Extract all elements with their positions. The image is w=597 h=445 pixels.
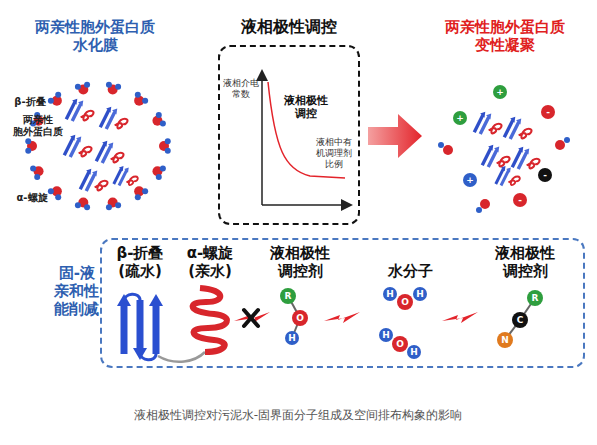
part-label: 水分子 (388, 262, 433, 280)
atom-symbol: + (496, 88, 504, 97)
part-label: β-折叠 (14, 96, 45, 108)
part-label: α-螺旋 (亲水) (183, 244, 237, 280)
atom-symbol: R (532, 294, 539, 303)
atom-symbol: H (382, 331, 390, 340)
panel-title: 两亲性胞外蛋白质 变性凝聚 (443, 18, 568, 54)
dashed-panel: 液相极性调控 (218, 45, 360, 225)
axis-label: 液相介电 常数 (222, 78, 260, 100)
part-label: 液相极性 调控剂 (494, 244, 557, 280)
atom-symbol: + (466, 176, 474, 185)
panel-heading: 固-液 亲和性 能削减 (52, 264, 102, 318)
atom-symbol: N (501, 336, 509, 345)
panel-title: 两亲性胞外蛋白质 水化膜 (33, 18, 158, 54)
part-label: 液相极性 调控剂 (269, 244, 332, 280)
atom-symbol: - (543, 171, 547, 180)
atom-symbol: H (410, 348, 418, 357)
atom-symbol: H (416, 290, 424, 299)
axis-label: 液相中有 机调理剂 比例 (315, 137, 353, 169)
part-label: α-螺旋 (16, 192, 47, 204)
atom-symbol: R (285, 292, 292, 301)
part-label: β-折叠 (疏水) (113, 244, 167, 280)
figure-caption: 液相极性调控对污泥水-固界面分子组成及空间排布构象的影响 (134, 408, 462, 422)
atom-symbol: + (456, 114, 464, 123)
chart-note: 液相极性 调控 (282, 94, 329, 120)
atom-symbol: O (401, 298, 409, 307)
atom-symbol: - (518, 196, 522, 205)
atom-symbol: H (288, 334, 296, 343)
panel-heading: 液相极性调控 (220, 17, 358, 36)
atom-symbol: H (386, 290, 394, 299)
atom-symbol: O (396, 340, 404, 349)
atom-symbol: - (546, 108, 550, 117)
atom-symbol: C (517, 316, 524, 325)
part-label: 两亲性 胞外蛋白质 (12, 114, 65, 138)
atom-symbol: O (296, 314, 304, 323)
